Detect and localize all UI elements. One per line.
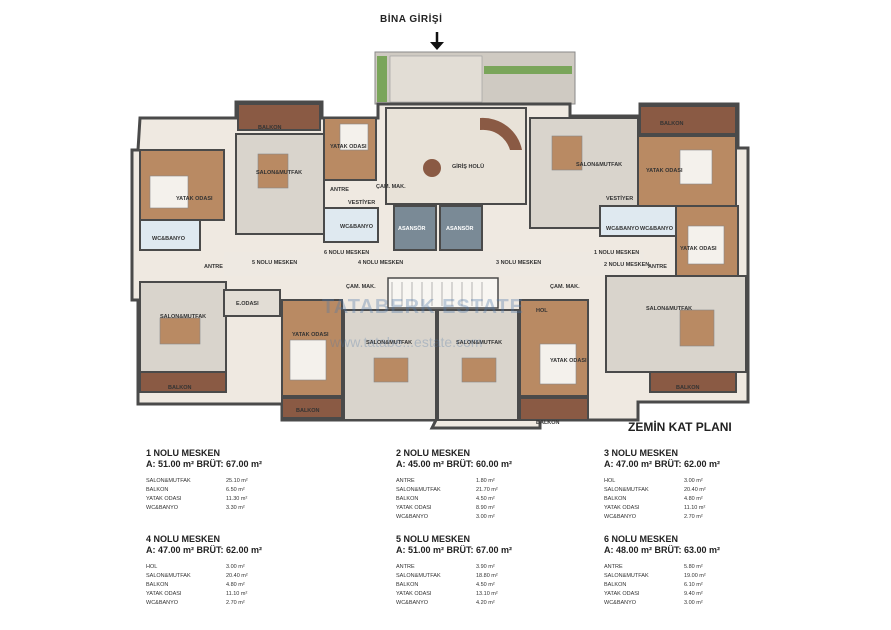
unit-name: 5 NOLU MESKEN [396,534,471,544]
label-mesken-2: 2 NOLU MESKEN [604,262,649,268]
label-mesken-5: 5 NOLU MESKEN [252,260,297,266]
unit-name: 3 NOLU MESKEN [604,448,679,458]
label-yatak-odasi: YATAK ODASI [292,332,329,338]
label-wc-banyo: WC&BANYO [640,226,674,232]
label-salon-mutfak: SALON&MUTFAK [456,340,502,346]
label-antre: ANTRE [330,187,349,193]
label-antre: ANTRE [204,264,223,270]
label-mesken-1: 1 NOLU MESKEN [594,250,639,256]
unit-area: A: 51.00 m² BRÜT: 67.00 m² [146,459,263,469]
unit-card-1: 1 NOLU MESKEN A: 51.00 m² BRÜT: 67.00 m²… [146,448,376,513]
unit-area: A: 51.00 m² BRÜT: 67.00 m² [396,545,513,555]
label-balkon: BALKON [168,385,192,391]
planter [484,66,572,74]
label-balkon: BALKON [258,125,282,131]
floor-plan: BALKON BALKON BALKON BALKON BALKON BALKO… [130,32,750,430]
label-yatak-odasi: YATAK ODASI [330,144,367,150]
unit-area: A: 47.00 m² BRÜT: 62.00 m² [604,459,721,469]
label-mesken-4: 4 NOLU MESKEN [358,260,403,266]
label-cam-mak: ÇAM. MAK. [376,184,406,190]
unit-name: 2 NOLU MESKEN [396,448,471,458]
label-cam-mak: ÇAM. MAK. [346,284,376,290]
label-wc-banyo: WC&BANYO [340,224,374,230]
unit-area: A: 47.00 m² BRÜT: 62.00 m² [146,545,263,555]
unit-area: A: 45.00 m² BRÜT: 60.00 m² [396,459,513,469]
label-salon-mutfak: SALON&MUTFAK [256,170,302,176]
unit-name: 1 NOLU MESKEN [146,448,221,458]
unit-card-3: 3 NOLU MESKEN A: 47.00 m² BRÜT: 62.00 m²… [604,448,834,522]
unit-card-6: 6 NOLU MESKEN A: 48.00 m² BRÜT: 63.00 m²… [604,534,834,608]
unit-name: 4 NOLU MESKEN [146,534,221,544]
label-yatak-odasi: YATAK ODASI [646,168,683,174]
label-giris-holu: GİRİŞ HOLÜ [452,163,484,170]
unit-card-4: 4 NOLU MESKEN A: 47.00 m² BRÜT: 62.00 m²… [146,534,376,608]
label-wc-banyo: WC&BANYO [152,236,186,242]
label-balkon: BALKON [536,420,560,426]
label-antre: ANTRE [648,264,667,270]
watermark-site: www.tatabe...estate.com [330,334,483,350]
label-asansor: ASANSÖR [446,225,474,232]
label-asansor: ASANSÖR [398,225,426,232]
label-hol: HOL [536,308,548,314]
label-yatak-odasi: YATAK ODASI [550,358,587,364]
unit-name: 6 NOLU MESKEN [604,534,679,544]
label-wc-banyo: WC&BANYO [606,226,640,232]
watermark-brand: TATABERK ESTATE [322,296,525,318]
label-balkon: BALKON [660,121,684,127]
label-mesken-6: 6 NOLU MESKEN [324,250,369,256]
unit-card-5: 5 NOLU MESKEN A: 51.00 m² BRÜT: 67.00 m²… [396,534,626,608]
label-salon-mutfak: SALON&MUTFAK [646,306,692,312]
label-salon-mutfak: SALON&MUTFAK [160,314,206,320]
label-balkon: BALKON [296,408,320,414]
label-salon-mutfak: SALON&MUTFAK [576,162,622,168]
label-yatak-odasi: YATAK ODASI [680,246,717,252]
plan-title: ZEMİN KAT PLANI [628,420,732,434]
planter-left [377,56,387,102]
unit-card-2: 2 NOLU MESKEN A: 45.00 m² BRÜT: 60.00 m²… [396,448,626,522]
entrance-arrow-icon [430,32,444,50]
label-salon-mutfak: SALON&MUTFAK [366,340,412,346]
entrance-label: BİNA GİRİŞİ [380,14,443,25]
unit-area: A: 48.00 m² BRÜT: 63.00 m² [604,545,721,555]
label-balkon: BALKON [676,385,700,391]
label-vestiyer: VESTİYER [606,195,633,202]
label-yatak-odasi: YATAK ODASI [176,196,213,202]
label-mesken-3: 3 NOLU MESKEN [496,260,541,266]
label-e-odasi: E.ODASI [236,301,259,307]
label-cam-mak: ÇAM. MAK. [550,284,580,290]
label-vestiyer: VESTİYER [348,199,375,206]
